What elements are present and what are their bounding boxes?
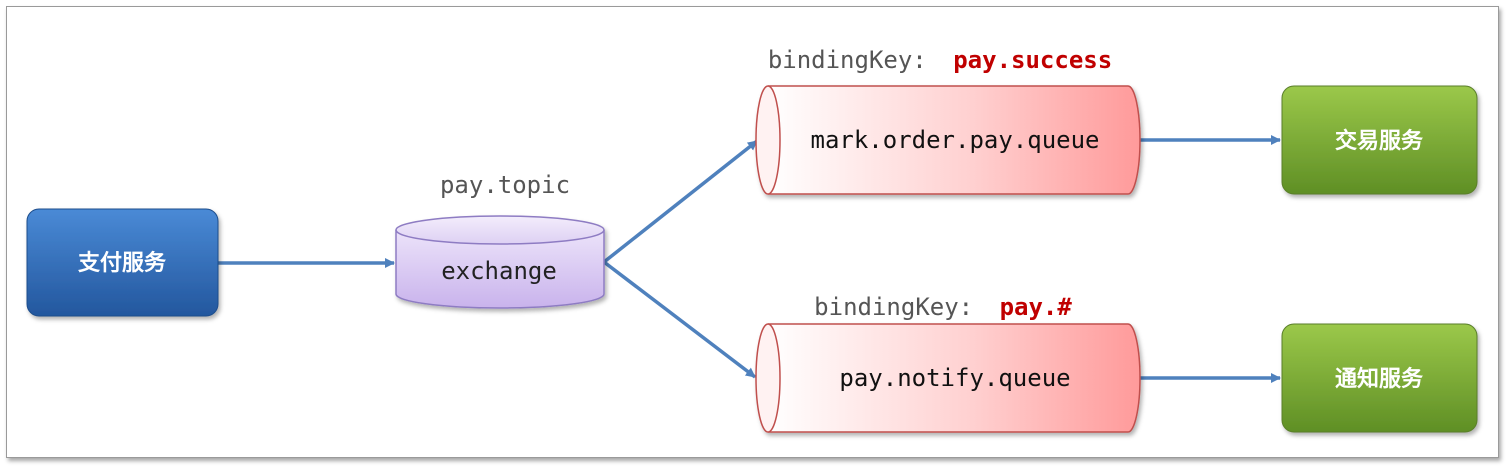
consumer-1-label: 交易服务 [1335,128,1424,154]
queue-2-label: pay.notify.queue [839,364,1070,392]
exchange-name: pay.topic [440,171,570,199]
consumer-2-label: 通知服务 [1335,366,1424,392]
arrow-exchange-to-queue-2 [602,260,757,379]
consumer-2-node [1281,323,1478,433]
arrow-exchange-to-queue-1 [602,139,759,264]
queue-2-binding-prefix: bindingKey: [814,293,973,321]
exchange-label: exchange [441,257,557,285]
diagram-frame [6,6,1499,458]
queue-1-label: mark.order.pay.queue [811,126,1100,154]
queue-2-binding: bindingKey: pay.# [814,293,1072,321]
queue-1-binding: bindingKey: pay.success [768,46,1112,74]
publisher-label: 支付服务 [78,251,167,276]
queue-1-binding-key: pay.success [953,46,1112,74]
queue-2-node [755,323,1141,433]
queue-1-node [755,85,1141,195]
consumer-1-node [1281,85,1478,195]
queue-1-binding-prefix: bindingKey: [768,46,927,74]
exchange-node [395,215,605,309]
publisher-node [26,208,219,317]
queue-2-binding-key: pay.# [1000,293,1073,321]
